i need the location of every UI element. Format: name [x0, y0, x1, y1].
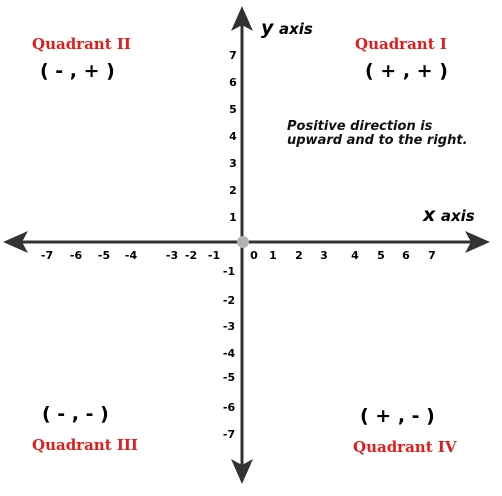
- y-tick-label: 5: [229, 103, 237, 116]
- note-line-2: upward and to the right.: [287, 133, 468, 148]
- y-tick-label: -5: [223, 371, 235, 384]
- x-tick-label: 7: [428, 249, 436, 262]
- x-tick-label: -5: [98, 249, 110, 262]
- x-axis-label: x axis: [423, 204, 475, 226]
- positive-direction-note: Positive direction is upward and to the …: [287, 120, 468, 148]
- y-tick-label: -1: [223, 265, 235, 278]
- y-tick-label: -4: [223, 347, 236, 360]
- y-axis-word: axis: [278, 20, 313, 38]
- x-tick-label: 3: [320, 249, 328, 262]
- x-tick-label: 1: [269, 249, 277, 262]
- quadrant-4-signs: ( + , - ): [360, 405, 435, 427]
- origin-dot: [237, 236, 249, 248]
- y-axis-top-arrowhead: [231, 6, 253, 31]
- y-tick-label: 6: [229, 76, 237, 89]
- quadrant-2-signs: ( - , + ): [40, 60, 115, 82]
- y-tick-label: 1: [229, 211, 237, 224]
- x-axis-letter: x: [423, 204, 436, 226]
- y-tick-label: 3: [229, 157, 237, 170]
- x-axis-left-arrowhead: [3, 231, 28, 253]
- x-axis-right-arrowhead: [465, 231, 490, 253]
- y-tick-label: 2: [229, 184, 237, 197]
- y-axis-bottom-arrowhead: [231, 459, 253, 484]
- y-tick-label: -2: [223, 294, 235, 307]
- x-tick-label: -1: [208, 249, 220, 262]
- y-tick-label: 4: [229, 130, 237, 143]
- y-tick-label: -3: [223, 320, 235, 333]
- y-axis-tick-labels: 1 2 3 4 5 6 7 -1 -2 -3 -4 -5 -6 -7: [223, 49, 237, 441]
- x-tick-label: 5: [377, 249, 385, 262]
- note-line-1: Positive direction is: [287, 119, 433, 134]
- x-tick-label: -3: [166, 249, 178, 262]
- quadrant-4-title: Quadrant IV: [353, 438, 457, 456]
- x-tick-label: 4: [351, 249, 359, 262]
- quadrant-3-signs: ( - , - ): [42, 403, 109, 425]
- x-axis-word: axis: [440, 207, 475, 225]
- y-axis-letter: y: [261, 17, 274, 39]
- quadrant-1-signs: ( + , + ): [365, 60, 448, 82]
- x-tick-label: -2: [185, 249, 197, 262]
- x-tick-label: 0: [250, 249, 258, 262]
- x-tick-label: -7: [41, 249, 53, 262]
- x-tick-label: -6: [70, 249, 83, 262]
- y-tick-label: -7: [223, 428, 235, 441]
- quadrant-2-title: Quadrant II: [32, 35, 131, 53]
- x-tick-label: -4: [125, 249, 138, 262]
- x-tick-label: 2: [295, 249, 303, 262]
- x-tick-label: 6: [402, 249, 410, 262]
- y-axis-label: y axis: [261, 17, 313, 39]
- quadrant-3-title: Quadrant III: [32, 436, 138, 454]
- y-tick-label: -6: [223, 401, 236, 414]
- y-tick-label: 7: [229, 49, 237, 62]
- quadrant-1-title: Quadrant I: [355, 35, 447, 53]
